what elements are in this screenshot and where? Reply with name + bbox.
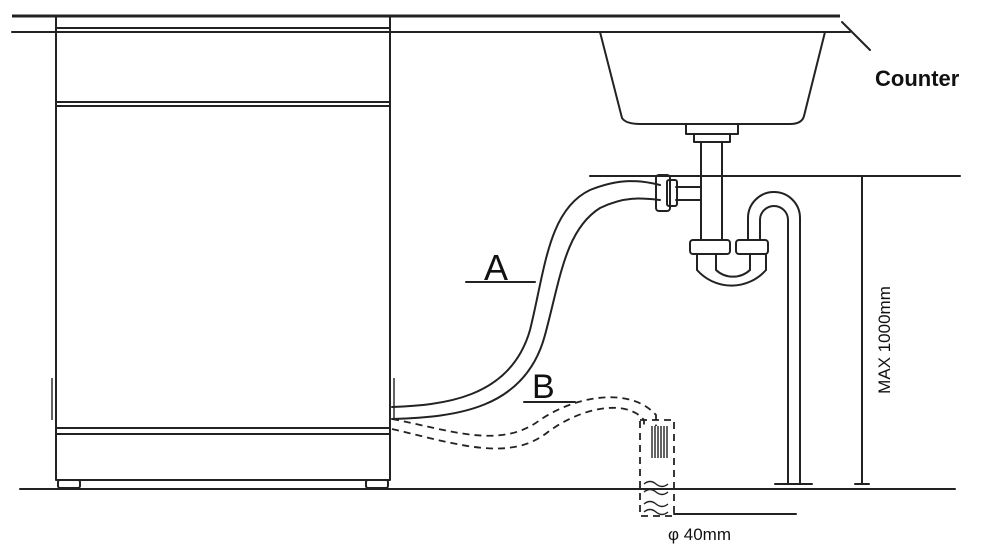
dishwasher-foot-right [365, 479, 389, 489]
countertop [11, 14, 871, 51]
hose-b-label: B [532, 368, 555, 406]
dishwasher [51, 15, 395, 489]
hose-end-ribs [651, 426, 668, 458]
sink [599, 31, 826, 143]
drain-hose-b [391, 396, 657, 450]
diameter-label: φ 40mm [668, 525, 731, 544]
height-dimension [854, 175, 870, 485]
dishwasher-foot-left [57, 479, 81, 489]
max-height-label: MAX 1000mm [875, 286, 894, 394]
standpipe [639, 419, 797, 517]
drain-branch-connector [655, 174, 702, 212]
sink-drain-trap [689, 141, 813, 485]
hose-a-label: A [484, 247, 508, 288]
counter-label: Counter [875, 66, 960, 91]
drain-hose-a [391, 180, 661, 420]
